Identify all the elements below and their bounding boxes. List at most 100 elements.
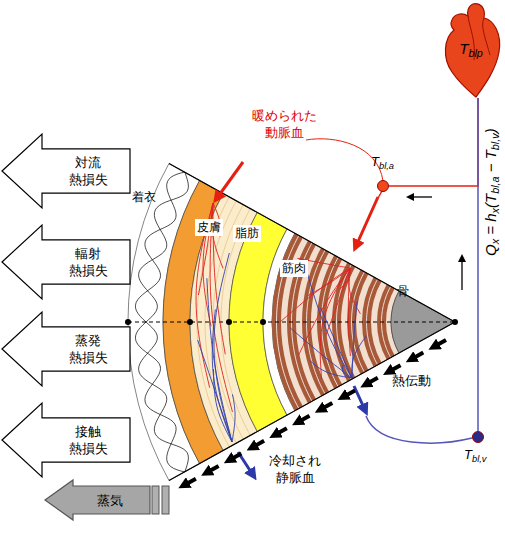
- artery-line: [378, 191, 382, 198]
- blood-vessel: [349, 268, 361, 314]
- blood-vessel: [352, 301, 357, 378]
- layer-label: 骨: [397, 283, 409, 300]
- conduction-arrow: [206, 466, 218, 473]
- heat-loss-arrow: 輻射 熱損失: [2, 225, 130, 299]
- blood-vessel: [198, 340, 232, 442]
- conduction-arrow: [320, 403, 332, 410]
- blood-vessel: [352, 336, 366, 378]
- node-outline: [2, 403, 130, 477]
- flow-arrow: [461, 258, 462, 290]
- flow-arrow: [410, 196, 432, 197]
- math-text: T: [371, 154, 379, 169]
- blood-vessel: [308, 274, 352, 378]
- math-text: T: [459, 40, 468, 57]
- conduction-arrow: [343, 390, 355, 397]
- blood-vessel: [321, 308, 352, 378]
- conduction-arrow: [388, 365, 400, 372]
- steam-bar: [152, 486, 159, 514]
- arrow-outline: [2, 225, 130, 299]
- subscript-text: x: [489, 239, 501, 244]
- node-outline: [472, 431, 484, 443]
- math-text: − T: [482, 150, 499, 176]
- tissue-wedge: [128, 163, 455, 480]
- node-text: 蒸発 熱損失: [64, 332, 112, 366]
- layer-label: 筋肉: [280, 260, 308, 277]
- annotation-text: 暖められた 動脈血: [249, 107, 319, 141]
- conduction-arrow: [366, 378, 378, 385]
- wedge-edge: [169, 163, 455, 322]
- boundary-dot: [260, 319, 266, 325]
- blood-vessel: [214, 369, 232, 442]
- blood-vessel: [320, 268, 350, 379]
- artery-arrow: [356, 197, 378, 246]
- blood-vessel: [207, 278, 232, 442]
- conduction-arrow: [275, 428, 287, 435]
- artery-arrow: [217, 162, 243, 198]
- arrow-outline: [2, 312, 130, 386]
- conduction-arrow: [229, 453, 241, 460]
- formula-text: Qx = hx(Tbl,a − Tbl,v): [482, 97, 504, 287]
- node-outline: [377, 180, 389, 192]
- node-text: 蒸気: [80, 492, 140, 509]
- boundary-dot: [187, 319, 193, 325]
- subscript-text: x: [489, 208, 501, 213]
- boundary-dot: [125, 319, 131, 325]
- arrow-outline: [2, 403, 130, 477]
- heart-detail: [468, 16, 490, 60]
- node-outline: [2, 225, 130, 299]
- heat-loss-arrow: 接触 熱損失: [2, 403, 130, 477]
- layer-label: 着衣: [128, 189, 160, 206]
- boundary-dot: [226, 319, 232, 325]
- subscript-text: blp: [468, 47, 482, 59]
- annotation-text: 冷却され 静脈血: [264, 452, 326, 486]
- node-text: 接触 熱損失: [64, 423, 112, 457]
- blood-vessel: [212, 309, 232, 442]
- venous-point: Tbl,v: [472, 431, 484, 443]
- heart-shape: Tblp: [440, 0, 502, 98]
- node-text: 対流 熱損失: [64, 154, 112, 188]
- math-text: = h: [482, 213, 499, 238]
- heart-outline: [445, 4, 499, 97]
- annotation-text: 熱伝動: [392, 372, 431, 389]
- center-line: [128, 322, 455, 323]
- vein-arrow: [354, 386, 365, 410]
- subscript-text: bl,a: [489, 176, 501, 193]
- arterial-point: Tbl,a: [377, 180, 389, 192]
- heat-loss-arrow: 蒸発 熱損失: [2, 312, 130, 386]
- conduction-arrow: [252, 441, 264, 448]
- blood-flow-line: [389, 98, 478, 186]
- node-outline: [2, 134, 130, 208]
- blood-vessel: [290, 328, 352, 378]
- node-text: 輻射 熱損失: [64, 245, 112, 279]
- subscript-text: bl,v: [472, 454, 487, 464]
- node-outline: [2, 312, 130, 386]
- heat-loss-arrow: 対流 熱損失: [2, 134, 130, 208]
- muscle-stripe: [377, 284, 395, 360]
- math-text: Q: [482, 244, 499, 256]
- layer-label: 皮膚: [195, 219, 223, 236]
- math-text: ): [482, 128, 499, 133]
- point-circle: [378, 181, 389, 192]
- blood-flow-line: [477, 98, 479, 431]
- steam-arrow: 蒸気: [45, 480, 150, 520]
- layer-label: 脂肪: [233, 225, 261, 242]
- subscript-text: bl,v: [489, 133, 501, 150]
- conduction-arrow: [184, 479, 196, 486]
- node-text: Tblp: [440, 40, 502, 62]
- conduction-arrow: [297, 416, 309, 423]
- muscle-fibre: [307, 250, 326, 394]
- math-text: (T: [482, 194, 499, 208]
- subscript-text: bl,a: [379, 161, 394, 171]
- blood-vessel: [348, 268, 350, 356]
- blood-vessel: [310, 361, 352, 378]
- vein-line: [366, 416, 472, 443]
- conduction-arrow: [411, 353, 423, 360]
- arrow-outline: [2, 134, 130, 208]
- node-text: Tbl,a: [371, 153, 394, 175]
- arrow-outline: [45, 480, 150, 520]
- blood-vessel: [232, 394, 235, 442]
- point-circle: [473, 432, 484, 443]
- blood-vessel: [343, 365, 352, 378]
